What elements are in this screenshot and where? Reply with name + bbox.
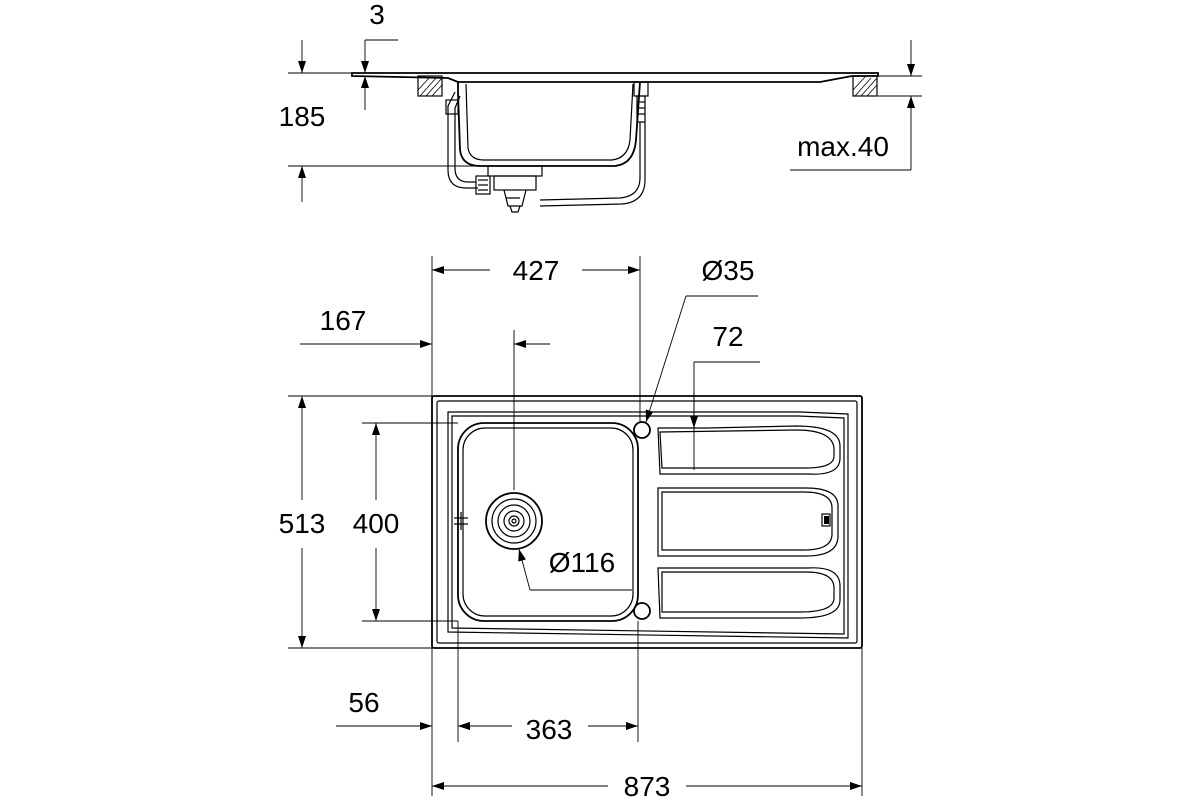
dim-bowl-width: 400	[353, 422, 458, 622]
label-drain-center: 167	[320, 305, 367, 336]
label-drainer-offset: 72	[712, 321, 743, 352]
label-overall-width: 513	[279, 508, 326, 539]
dim-drainer-offset: 72	[690, 321, 760, 470]
dim-bowl-length: 427	[431, 255, 641, 423]
dim-overall-length: 873	[431, 648, 863, 800]
label-bowl-inner-length: 363	[526, 714, 573, 745]
overflow-mark	[454, 512, 468, 530]
overflow-pipe	[447, 91, 478, 189]
worktop-right-block	[852, 75, 878, 97]
plan-view: 427 Ø35 72 167 513	[279, 255, 863, 800]
drainer-channels	[657, 425, 841, 619]
sink-outer-outline	[431, 395, 863, 649]
dim-bowl-edge: 56	[336, 687, 498, 730]
bowl-section	[457, 81, 641, 167]
label-overall-length: 873	[624, 771, 671, 800]
dim-max-worktop: max.40	[790, 40, 922, 171]
dim-overall-width: 513	[279, 395, 432, 649]
sink-flange	[351, 72, 879, 83]
label-drain-diameter: Ø116	[549, 547, 615, 578]
drain-assembly	[475, 165, 543, 213]
dim-total-depth: 185	[279, 40, 486, 202]
drain-strainer	[485, 492, 543, 550]
worktop-left-block	[417, 75, 443, 97]
label-bowl-length: 427	[513, 255, 560, 286]
tap-hole-bottom	[633, 602, 651, 620]
dim-drain-center: 167	[300, 305, 550, 490]
dim-flange-thickness: 3	[361, 0, 398, 110]
label-total-depth: 185	[279, 101, 326, 132]
dim-drain-diameter: Ø116	[518, 547, 632, 591]
label-tap-hole: Ø35	[702, 255, 755, 286]
label-bowl-edge: 56	[348, 687, 379, 718]
bowl-outline	[457, 422, 639, 622]
dim-tap-hole: Ø35	[645, 255, 758, 423]
dim-bowl-inner-length: 363	[457, 621, 639, 745]
label-max-worktop: max.40	[797, 131, 889, 162]
side-view: 3 185 max.40	[279, 0, 922, 213]
tap-fitting	[539, 81, 649, 207]
label-flange-thickness: 3	[369, 0, 385, 30]
label-bowl-width: 400	[353, 508, 400, 539]
tap-hole-top	[633, 421, 651, 439]
